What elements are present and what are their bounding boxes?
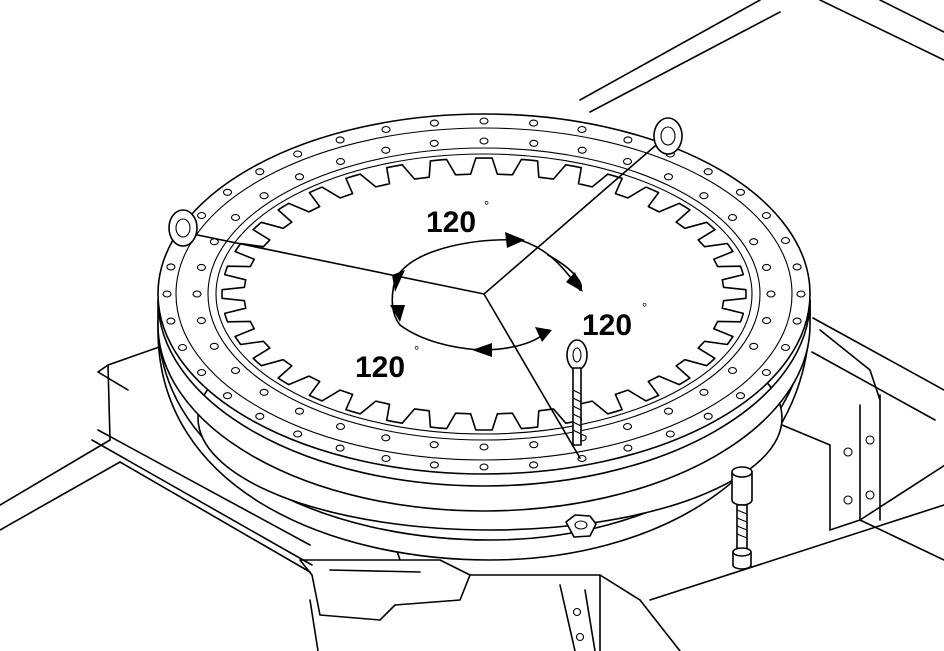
bolt-hole xyxy=(479,443,489,451)
slewing-ring xyxy=(157,113,811,561)
arrowhead xyxy=(535,327,552,342)
arrowhead xyxy=(390,305,405,322)
bolt-hole xyxy=(623,444,633,452)
bolt-hole xyxy=(335,136,345,144)
bolt-hole xyxy=(792,317,802,325)
bolt-hole xyxy=(177,343,188,352)
lifting-eye-left xyxy=(168,209,198,247)
lifting-eye-right xyxy=(653,117,683,155)
bolt-hole xyxy=(761,211,771,220)
angle-construction xyxy=(182,139,663,459)
bolt-hole xyxy=(294,407,305,415)
bolt-hole xyxy=(623,136,633,144)
bolt-hole xyxy=(429,139,439,147)
arrowhead xyxy=(472,343,492,357)
bolt-hole xyxy=(665,430,675,438)
bolt-hole xyxy=(222,392,233,400)
bolt-hole xyxy=(294,173,305,181)
bolt-hole xyxy=(259,388,269,396)
bolt-hole xyxy=(293,430,303,438)
bolt-hole xyxy=(197,211,207,220)
arrowhead xyxy=(505,232,525,248)
bolt-hole xyxy=(335,444,345,452)
bolt-hole xyxy=(735,188,746,196)
bolt-hole xyxy=(479,117,489,125)
bolt-hole xyxy=(259,192,269,200)
bolt-hole xyxy=(727,366,738,375)
bolt-hole xyxy=(335,157,346,166)
arrowhead xyxy=(566,272,583,292)
bolt-hole xyxy=(622,422,633,431)
bolt-hole xyxy=(622,157,633,166)
bolt-hole xyxy=(381,125,391,134)
degree-symbol: ° xyxy=(484,198,489,213)
bolt-hole xyxy=(381,146,391,154)
bolt-hole xyxy=(780,236,791,245)
angle-label-left: 120 ° xyxy=(355,343,419,384)
bolt-hole xyxy=(761,368,771,377)
bolt-hole xyxy=(699,388,709,396)
bolt-hole xyxy=(792,263,802,271)
bolt-hole xyxy=(529,139,539,147)
inner-bolt-holes xyxy=(192,137,776,451)
bolt-hole xyxy=(192,290,202,298)
bolt-hole xyxy=(230,213,241,222)
angle-value: 120 xyxy=(426,206,476,239)
bolt-hole xyxy=(577,146,587,154)
bolt-hole xyxy=(381,454,391,463)
angle-label-top: 120 ° xyxy=(426,198,489,239)
hex-nut xyxy=(565,514,597,538)
bolt-hole xyxy=(703,412,713,420)
bolt-hole xyxy=(762,263,772,271)
bolt-hole xyxy=(196,263,206,271)
bolt-hole xyxy=(162,290,172,298)
bolt-hole xyxy=(381,434,391,442)
bolt-hole xyxy=(796,290,806,298)
bolt-hole xyxy=(529,461,539,469)
bolt-hole xyxy=(429,461,439,469)
bolt-hole xyxy=(529,441,539,449)
degree-symbol: ° xyxy=(642,300,647,315)
bolt-hole xyxy=(663,173,674,181)
bolt-hole xyxy=(429,441,439,449)
bolt-hole xyxy=(703,168,713,176)
bolt-hole xyxy=(762,317,772,325)
bolt-hole xyxy=(749,238,759,246)
bolt-hole xyxy=(222,188,233,196)
bolt-hole xyxy=(727,213,738,222)
bolt-hole xyxy=(209,342,219,350)
bolt-hole xyxy=(479,463,489,471)
bolt-hole xyxy=(749,342,759,350)
bolt-hole xyxy=(529,119,539,127)
bolt-hole xyxy=(230,366,241,375)
bolt-hole xyxy=(766,290,776,298)
bolt-hole xyxy=(663,407,674,415)
bolt-hole xyxy=(699,192,709,200)
bolt-hole xyxy=(166,317,176,325)
eye-bolt xyxy=(566,339,588,446)
bolt-hole xyxy=(735,392,746,400)
arrowhead xyxy=(392,270,405,292)
bolt-hole xyxy=(197,368,207,377)
bolt-hole xyxy=(255,168,265,176)
bolt-hole xyxy=(577,125,587,134)
bolt-hole xyxy=(429,119,439,127)
degree-symbol: ° xyxy=(414,343,419,358)
bolt-hole xyxy=(196,317,206,325)
bolt-hole xyxy=(577,454,587,463)
bolt-hole xyxy=(335,422,346,431)
bolt-with-spacer xyxy=(731,466,753,570)
bolt-hole xyxy=(479,137,489,145)
angle-value: 120 xyxy=(582,309,632,342)
bolt-hole xyxy=(166,263,176,271)
angle-label-right: 120 ° xyxy=(582,300,647,342)
angle-value: 120 xyxy=(355,351,405,384)
bolt-hole xyxy=(293,150,303,158)
bolt-hole xyxy=(255,412,265,420)
bolt-hole xyxy=(780,343,791,352)
